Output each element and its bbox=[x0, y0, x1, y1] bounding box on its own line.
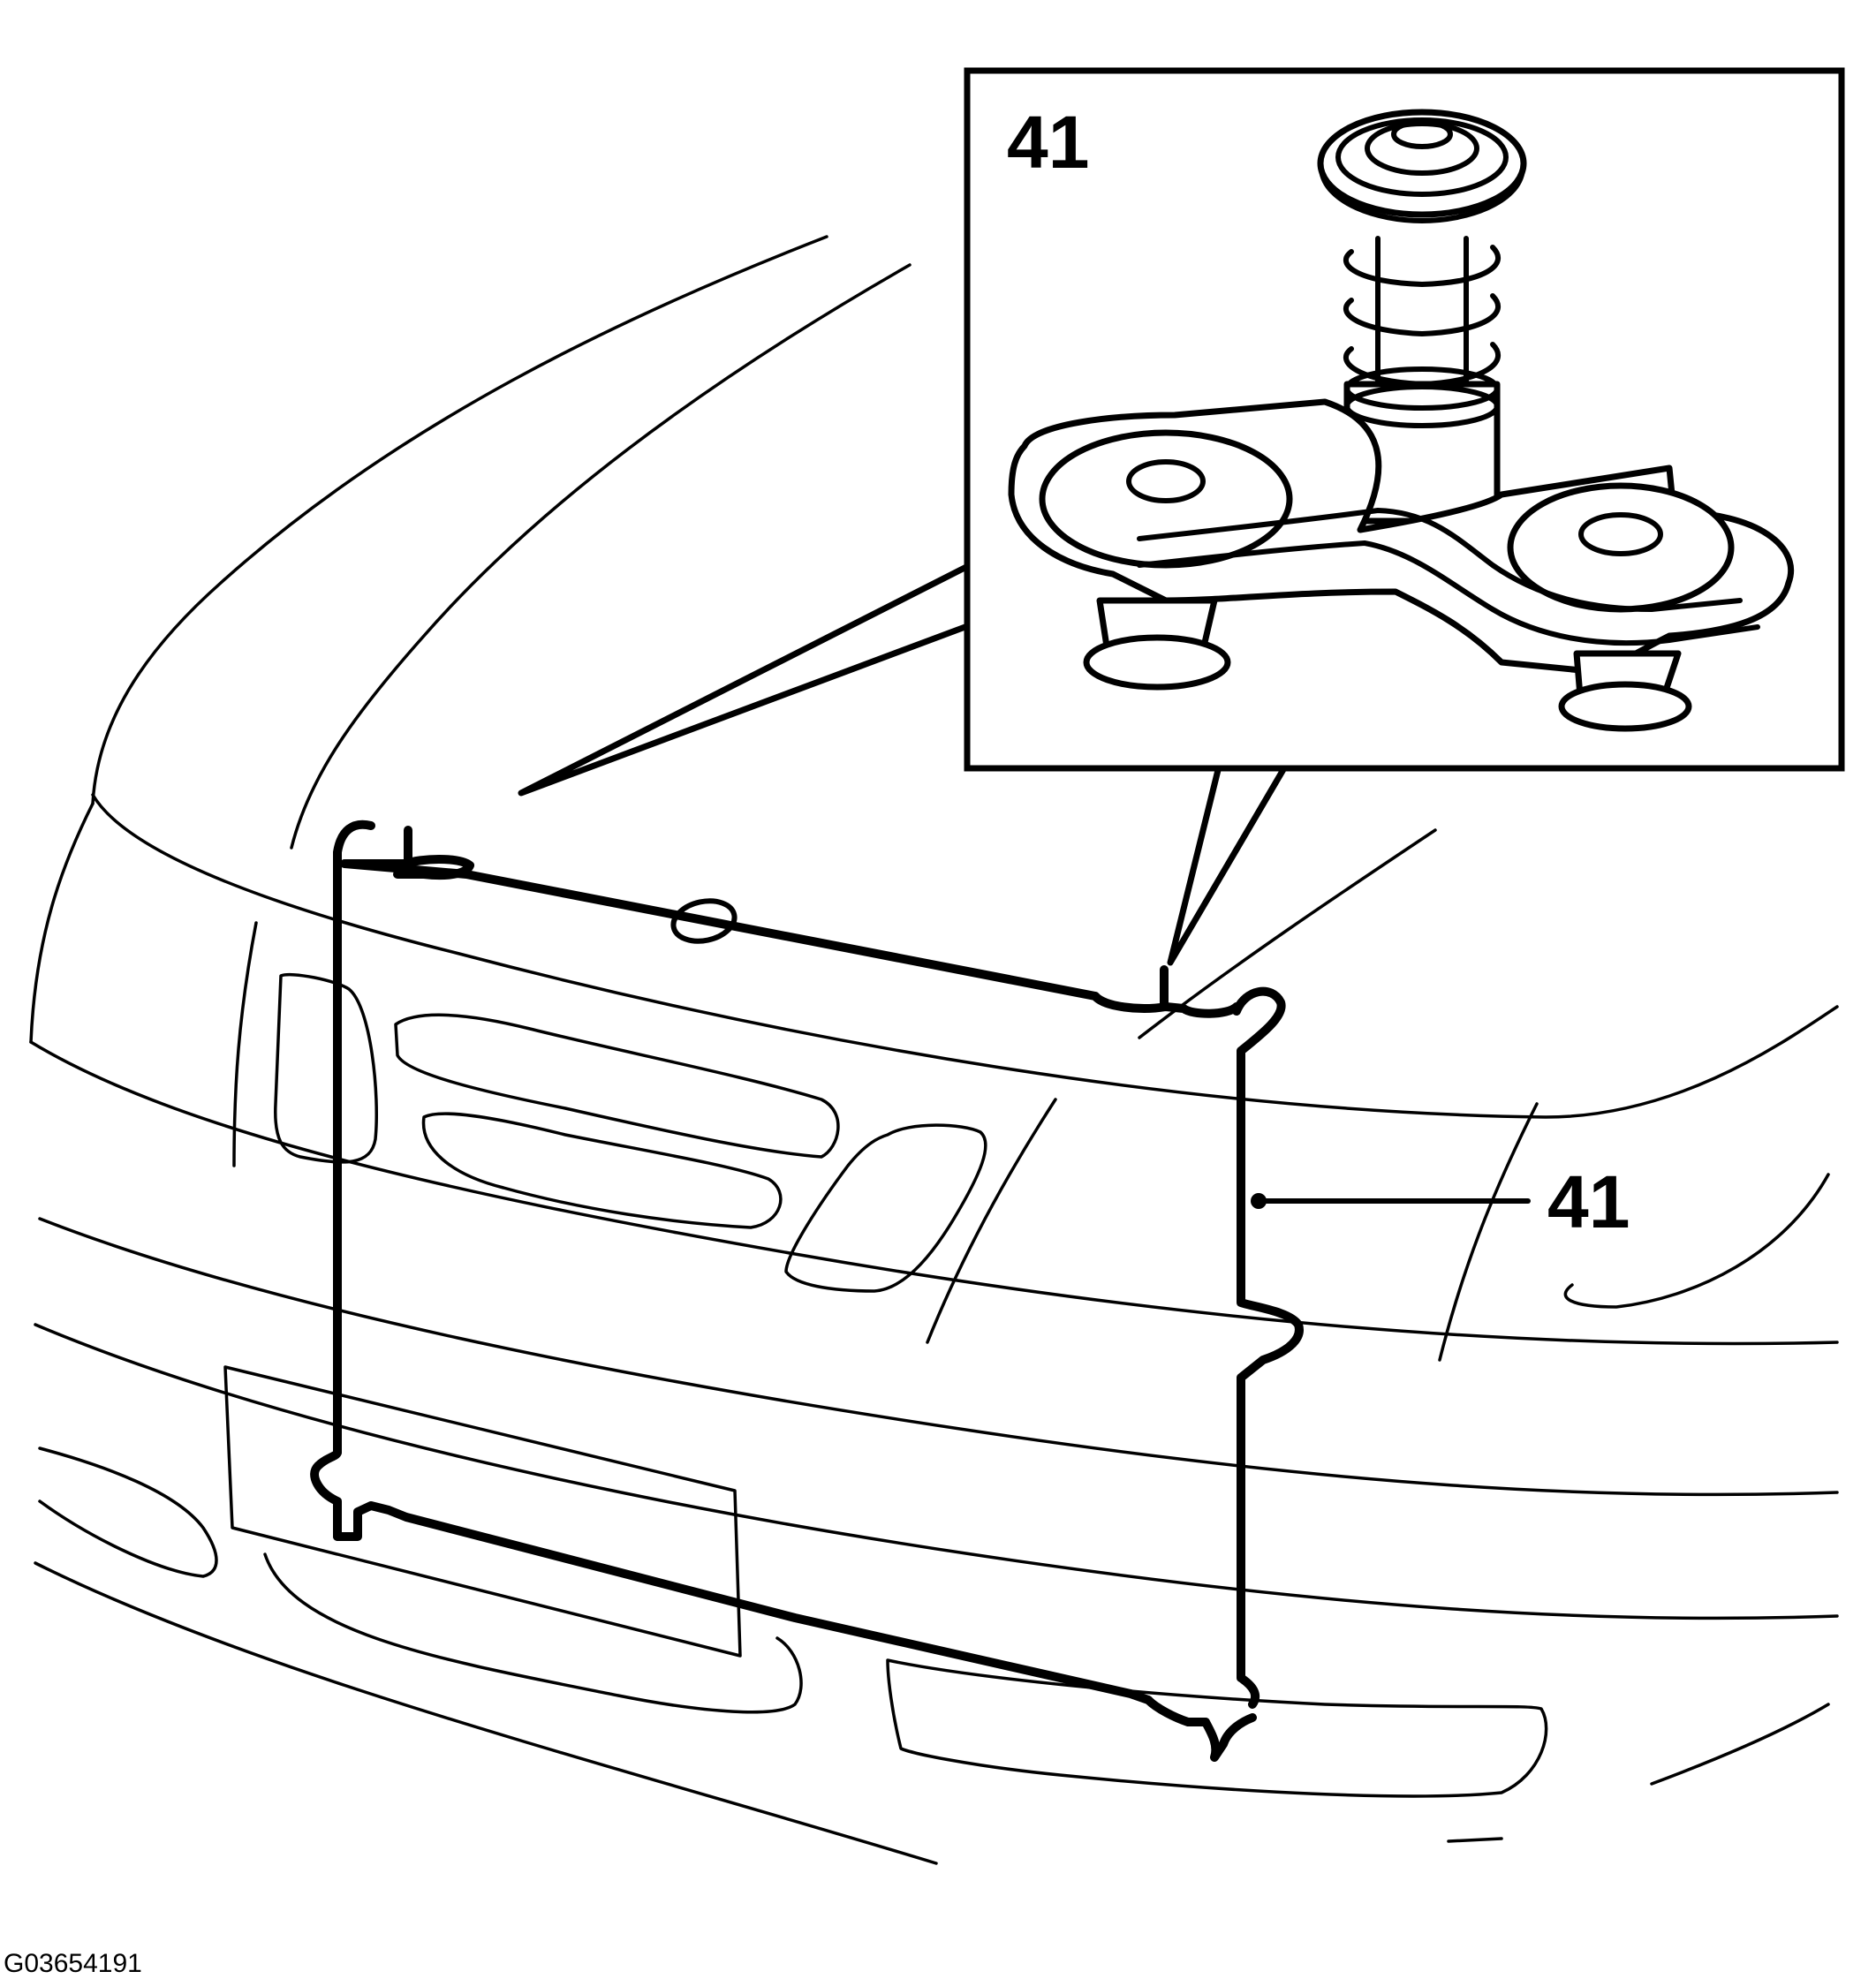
figure-code: G03654191 bbox=[4, 1949, 142, 1978]
hood-support-bar bbox=[340, 826, 1241, 1018]
striker-pin bbox=[1317, 109, 1527, 525]
radiator-frame-outline bbox=[310, 820, 1304, 1762]
inset-label: 41 bbox=[1007, 101, 1089, 184]
part-callout: 41 bbox=[1251, 1160, 1630, 1243]
callout-label: 41 bbox=[1547, 1160, 1630, 1243]
car-body-outline bbox=[29, 235, 1839, 1865]
inset-detail-box: 41 bbox=[964, 67, 1845, 772]
striker-bracket bbox=[1008, 398, 1795, 732]
